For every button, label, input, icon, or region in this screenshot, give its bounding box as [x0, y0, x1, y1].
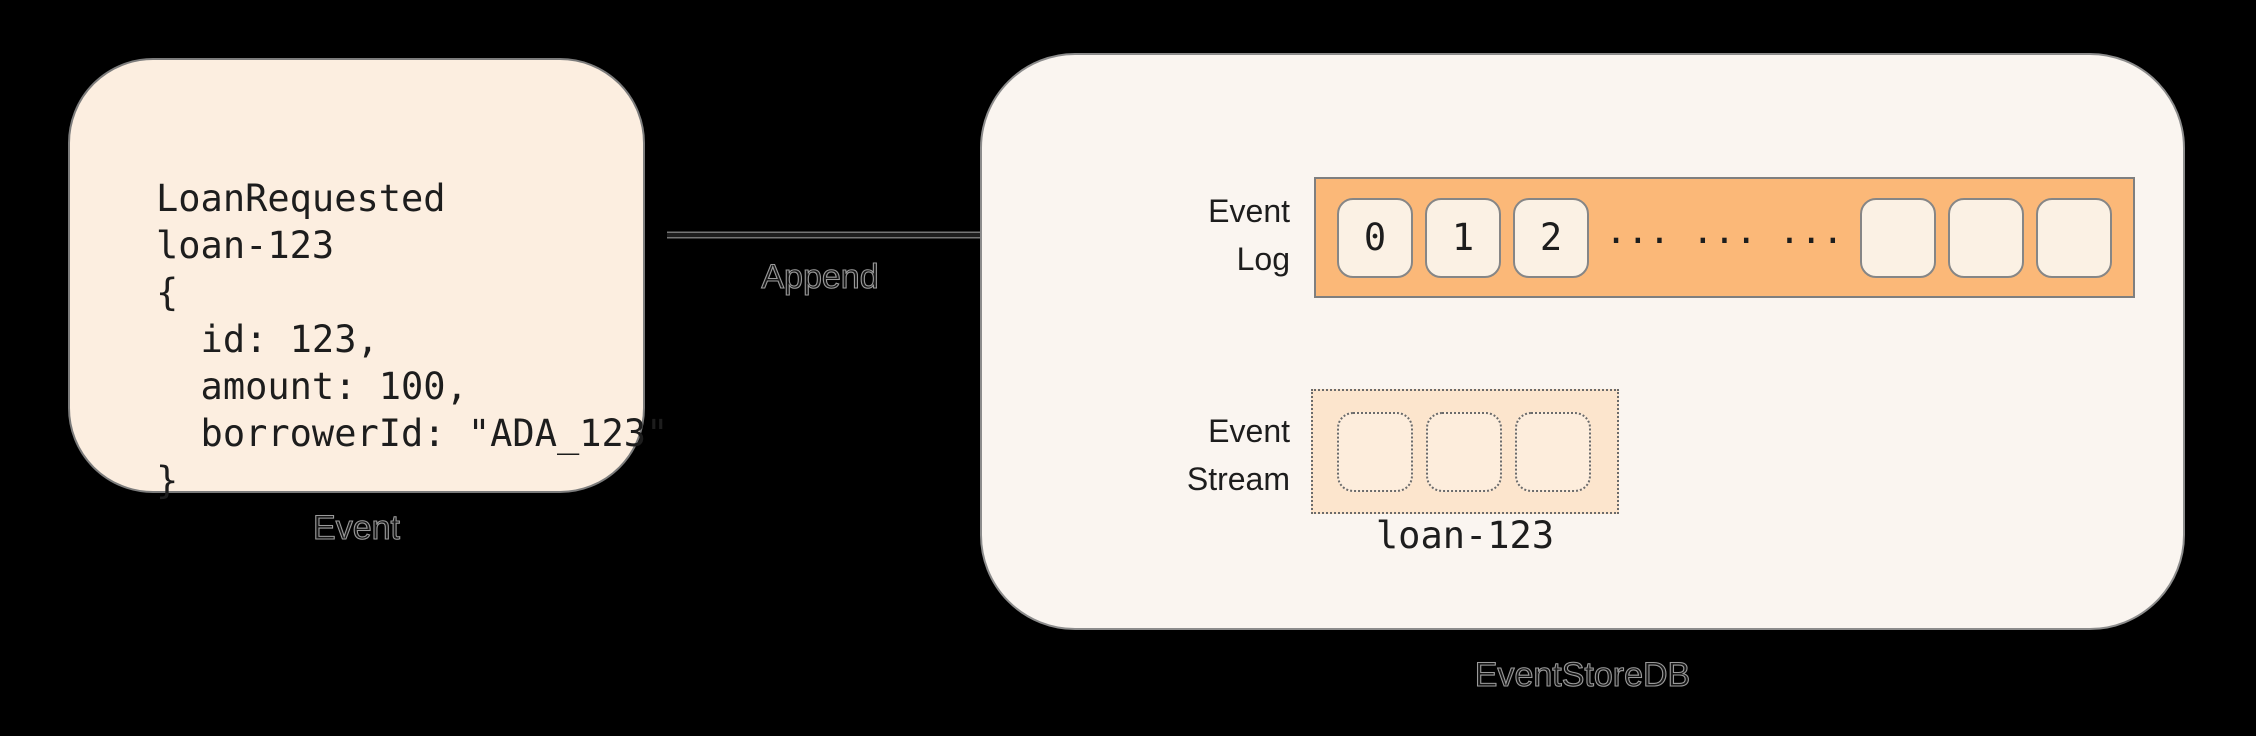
- event-log-cell-0: 0: [1337, 197, 1413, 278]
- event-log-bar: 0 1 2 ... ... ...: [1314, 177, 2135, 298]
- event-log-label-line1: Event: [1208, 193, 1290, 229]
- event-log-label: Event Log: [1110, 187, 1290, 283]
- append-label: Append: [761, 257, 879, 296]
- stream-name-caption: loan-123: [1375, 514, 1555, 557]
- event-stream-label: Event Stream: [1110, 407, 1290, 503]
- eventstoredb-container: Event Log 0 1 2 ... ... ... Event Stream…: [980, 53, 2185, 630]
- event-card: LoanRequested loan-123 { id: 123, amount…: [68, 58, 668, 502]
- event-code-block: LoanRequested loan-123 { id: 123, amount…: [156, 177, 669, 502]
- event-log-cell-1: 1: [1425, 197, 1501, 278]
- event-stream-empty-cell: [1515, 411, 1591, 492]
- eventstoredb-caption: EventStoreDB: [1474, 655, 1691, 694]
- event-log-empty-cell: [2036, 197, 2112, 278]
- event-log-ellipsis: ... ... ...: [1605, 211, 1844, 252]
- event-stream-label-line2: Stream: [1186, 461, 1290, 497]
- event-log-empty-cell: [1948, 197, 2024, 278]
- event-stream-label-line1: Event: [1208, 413, 1290, 449]
- event-stream-empty-cell: [1426, 411, 1502, 492]
- event-card-caption: Event: [312, 508, 400, 547]
- event-log-empty-cell: [1860, 197, 1936, 278]
- event-stream-box: [1311, 389, 1619, 514]
- event-log-cell-2: 2: [1513, 197, 1589, 278]
- event-stream-empty-cell: [1337, 411, 1413, 492]
- event-log-label-line2: Log: [1236, 241, 1290, 277]
